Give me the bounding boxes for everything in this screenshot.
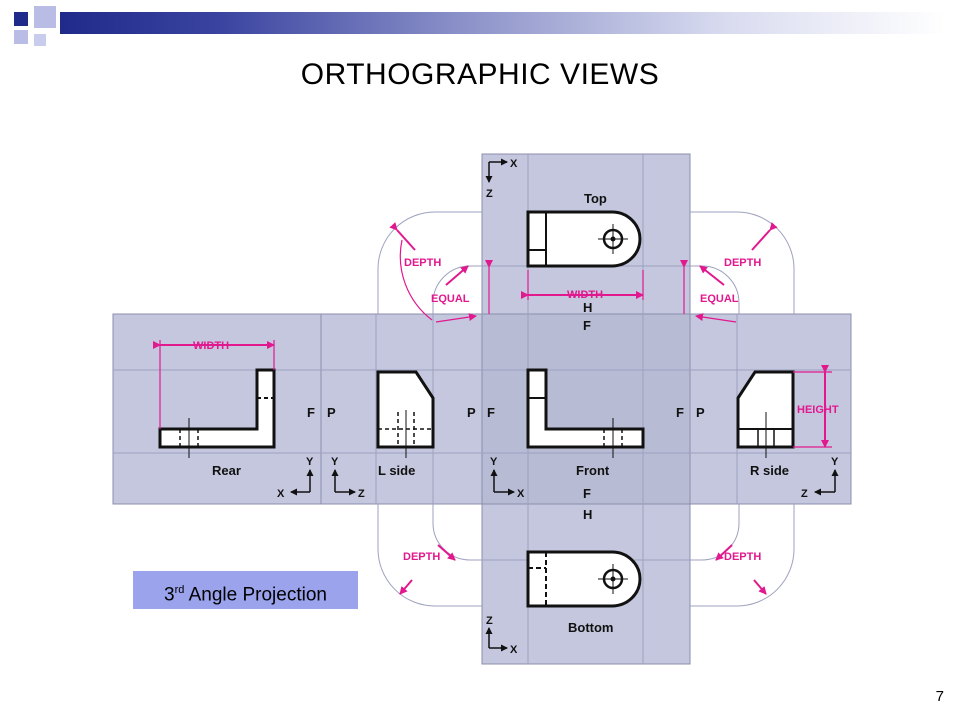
fold-letter-p: P <box>696 405 705 420</box>
header-square-mid <box>34 34 46 46</box>
left-side-view <box>376 370 435 458</box>
fold-letter-p: P <box>327 405 336 420</box>
dim-label-depth: DEPTH <box>724 257 761 269</box>
axis-label-z: Z <box>486 615 493 627</box>
fold-letter-h: H <box>583 507 592 522</box>
fold-letter-f: F <box>307 405 315 420</box>
axis-label-x: X <box>510 158 518 170</box>
panel-center <box>481 313 691 505</box>
header-bar <box>60 12 945 34</box>
dim-label-equal: EQUAL <box>431 293 470 305</box>
view-label-top: Top <box>584 191 607 206</box>
dim-label-equal: EQUAL <box>700 293 739 305</box>
dimension-lines <box>153 222 832 595</box>
view-label-bottom: Bottom <box>568 620 614 635</box>
axis-label-x: X <box>517 488 525 500</box>
dim-label-width: WIDTH <box>193 340 229 352</box>
right-side-view <box>736 370 795 458</box>
front-view <box>526 368 645 458</box>
axis-indicators <box>290 158 839 652</box>
axis-label-y: Y <box>831 456 839 468</box>
caption-text: Angle Projection <box>184 584 327 606</box>
view-label-rear: Rear <box>212 463 241 478</box>
view-label-left-side: L side <box>378 463 415 478</box>
header-square-light <box>14 30 28 44</box>
fold-letter-f: F <box>487 405 495 420</box>
axis-label-x: X <box>277 488 285 500</box>
fold-letter-f: F <box>583 486 591 501</box>
view-label-front: Front <box>576 463 610 478</box>
axis-label-z: Z <box>358 488 365 500</box>
caption-superscript: rd <box>174 584 185 596</box>
slide-title: ORTHOGRAPHIC VIEWS <box>300 58 660 91</box>
dim-label-depth: DEPTH <box>403 551 440 563</box>
axis-label-y: Y <box>331 456 339 468</box>
header-square-light <box>34 6 56 28</box>
axis-label-z: Z <box>486 188 493 200</box>
top-view <box>526 210 642 268</box>
axis-label-y: Y <box>306 456 314 468</box>
bottom-view <box>526 550 642 608</box>
page-number: 7 <box>935 688 944 705</box>
projection-caption: 3rd Angle Projection <box>133 571 358 609</box>
dim-label-height: HEIGHT <box>797 404 839 416</box>
fold-letter-p: P <box>467 405 476 420</box>
fold-letter-f: F <box>676 405 684 420</box>
view-label-right-side: R side <box>750 463 789 478</box>
header-square-dark <box>14 12 28 26</box>
fold-letter-f: F <box>583 318 591 333</box>
axis-label-y: Y <box>490 456 498 468</box>
axis-label-x: X <box>510 644 518 656</box>
caption-number: 3 <box>164 584 175 606</box>
dim-label-depth: DEPTH <box>724 551 761 563</box>
dim-label-depth: DEPTH <box>404 257 441 269</box>
dim-label-width: WIDTH <box>567 289 603 301</box>
axis-label-z: Z <box>801 488 808 500</box>
fold-letter-h: H <box>583 300 592 315</box>
